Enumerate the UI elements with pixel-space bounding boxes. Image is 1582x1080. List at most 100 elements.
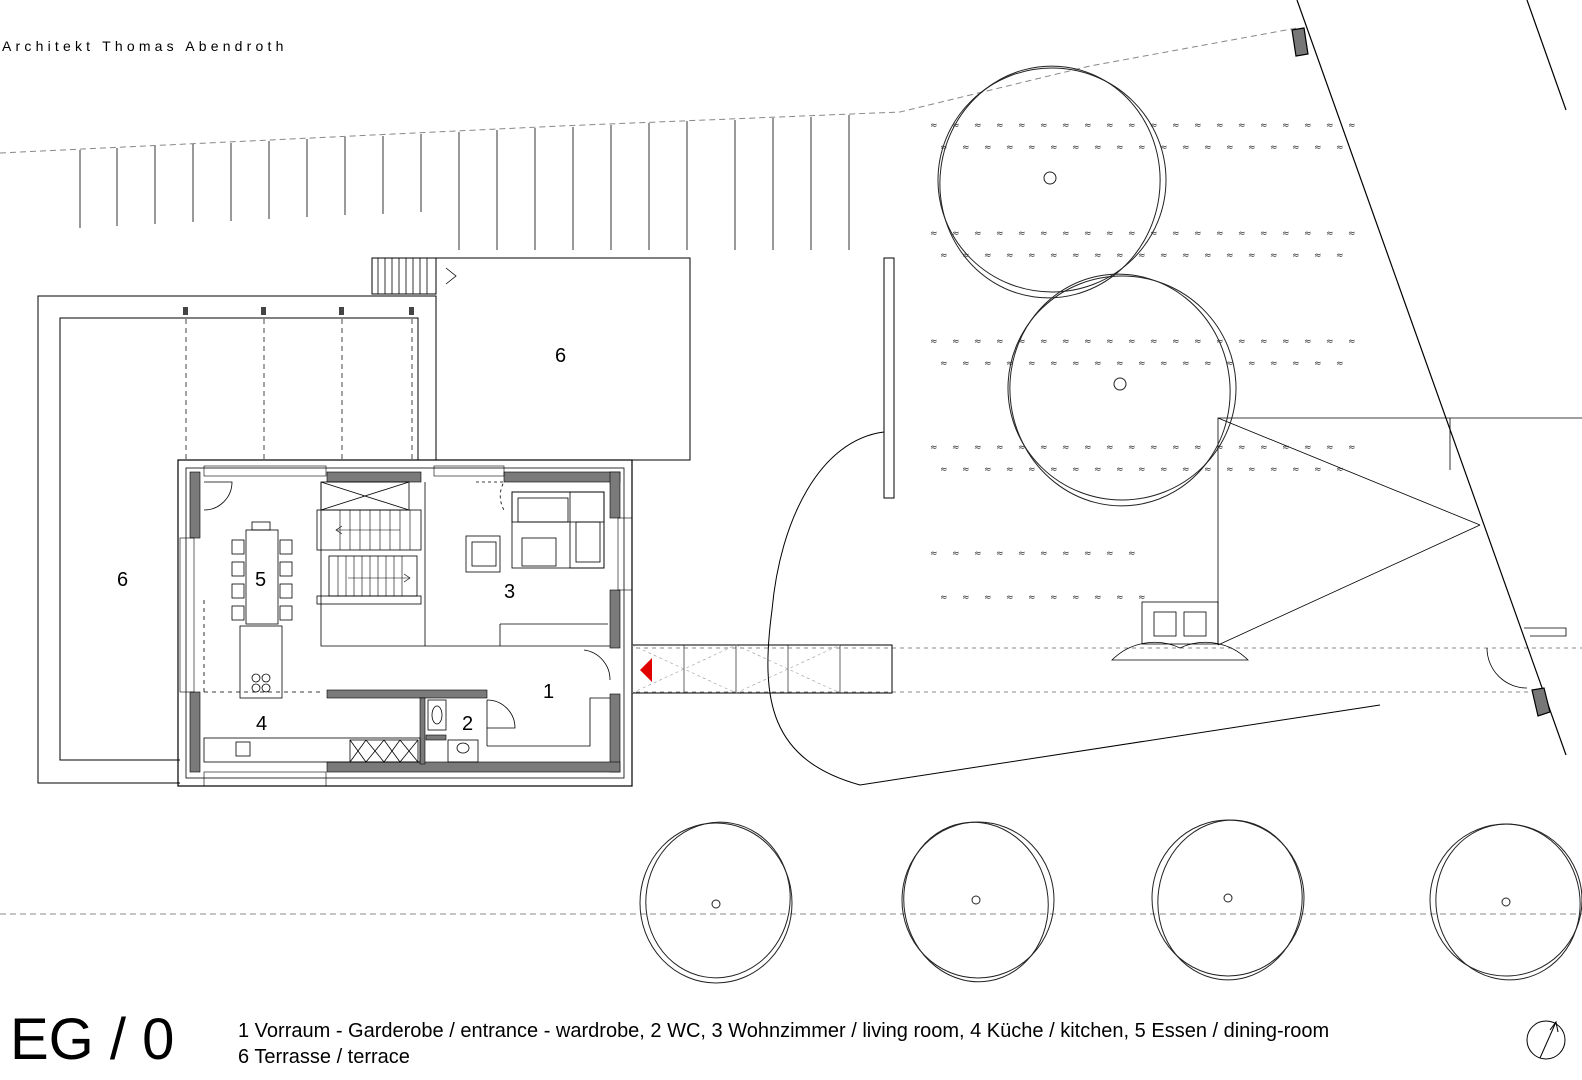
grass-mark: ≈: [1116, 143, 1124, 153]
grass-mark: ≈: [940, 359, 948, 369]
grass-mark: ≈: [1226, 465, 1234, 475]
grass-mark: ≈: [984, 465, 992, 475]
stair: [316, 481, 422, 605]
grass-mark: ≈: [940, 465, 948, 475]
grass-mark: ≈: [1182, 251, 1190, 261]
carport: [1217, 417, 1582, 646]
grass-mark: ≈: [1006, 465, 1014, 475]
entrance-triangle-icon: [640, 658, 652, 682]
grass-mark: ≈: [1314, 465, 1322, 475]
grass-mark: ≈: [1260, 121, 1268, 131]
grass-mark: ≈: [974, 549, 982, 559]
room-legend: 1 Vorraum - Garderobe / entrance - wardr…: [238, 1018, 1329, 1070]
grass-mark: ≈: [1292, 465, 1300, 475]
grass-mark: ≈: [1182, 465, 1190, 475]
grass-mark: ≈: [930, 443, 938, 453]
grass-mark: ≈: [974, 443, 982, 453]
grass-mark: ≈: [1028, 593, 1036, 603]
kitchen-counter: [203, 737, 421, 763]
grass-mark: ≈: [1116, 593, 1124, 603]
grass-mark: ≈: [984, 593, 992, 603]
room-label-6-terrace-top: 6: [555, 345, 566, 367]
grass-mark: ≈: [1094, 143, 1102, 153]
grass-mark: ≈: [1018, 337, 1026, 347]
grass-mark: ≈: [1050, 593, 1058, 603]
grass-mark: ≈: [1028, 251, 1036, 261]
grass-mark: ≈: [1282, 443, 1290, 453]
bins: [1111, 601, 1528, 689]
grass-mark: ≈: [1314, 143, 1322, 153]
grass-mark: ≈: [1084, 121, 1092, 131]
grass-mark: ≈: [1018, 229, 1026, 239]
grass-mark: ≈: [930, 121, 938, 131]
grass-mark: ≈: [1172, 121, 1180, 131]
grass-mark: ≈: [1172, 443, 1180, 453]
legend-line-2: 6 Terrasse / terrace: [238, 1046, 410, 1068]
tree-icon: [1151, 819, 1305, 981]
grass-mark: ≈: [940, 143, 948, 153]
grass-mark: ≈: [1248, 465, 1256, 475]
grass-mark: ≈: [1106, 549, 1114, 559]
grass-mark: ≈: [1160, 143, 1168, 153]
grass-mark: ≈: [1216, 337, 1224, 347]
grass-mark: ≈: [1072, 359, 1080, 369]
grass-mark: ≈: [1072, 251, 1080, 261]
grass-mark: ≈: [1204, 359, 1212, 369]
grass-mark: ≈: [1084, 229, 1092, 239]
grass-mark: ≈: [1018, 549, 1026, 559]
grass-mark: ≈: [1040, 549, 1048, 559]
grass-mark: ≈: [1238, 337, 1246, 347]
grass-mark: ≈: [1116, 251, 1124, 261]
grass-mark: ≈: [1084, 337, 1092, 347]
grass-mark: ≈: [1006, 593, 1014, 603]
grass-mark: ≈: [1040, 443, 1048, 453]
room-label-5: 5: [255, 569, 266, 591]
grass-mark: ≈: [1292, 143, 1300, 153]
grass-mark: ≈: [940, 251, 948, 261]
grass-mark: ≈: [1326, 337, 1334, 347]
grass-mark: ≈: [1150, 121, 1158, 131]
grass-mark: ≈: [1062, 229, 1070, 239]
grass-mark: ≈: [1028, 465, 1036, 475]
grass-mark: ≈: [1116, 465, 1124, 475]
grass-mark: ≈: [1138, 251, 1146, 261]
grass-mark: ≈: [1326, 443, 1334, 453]
grass-mark: ≈: [1050, 465, 1058, 475]
grass-mark: ≈: [1348, 337, 1356, 347]
grass-mark: ≈: [1172, 337, 1180, 347]
grass-mark: ≈: [1216, 121, 1224, 131]
grass-mark: ≈: [962, 359, 970, 369]
garden-path: [767, 257, 1381, 786]
north-arrow-icon: [1526, 1020, 1566, 1060]
grass-mark: ≈: [1116, 359, 1124, 369]
grass-mark: ≈: [1050, 251, 1058, 261]
grass-mark: ≈: [1050, 359, 1058, 369]
grass-mark: ≈: [1270, 251, 1278, 261]
grass-mark: ≈: [1050, 143, 1058, 153]
grass-mark: ≈: [1248, 251, 1256, 261]
grass-mark: ≈: [1182, 143, 1190, 153]
grass-mark: ≈: [1072, 143, 1080, 153]
grass-mark: ≈: [1138, 593, 1146, 603]
grass-mark: ≈: [1194, 229, 1202, 239]
grass-mark: ≈: [962, 465, 970, 475]
grass-mark: ≈: [1336, 143, 1344, 153]
grass-mark: ≈: [1292, 251, 1300, 261]
grass-mark: ≈: [1226, 251, 1234, 261]
grass-mark: ≈: [1106, 229, 1114, 239]
grass-mark: ≈: [1018, 443, 1026, 453]
grass-mark: ≈: [952, 549, 960, 559]
grass-mark: ≈: [1062, 549, 1070, 559]
grass-mark: ≈: [1040, 229, 1048, 239]
grass-mark: ≈: [1072, 465, 1080, 475]
grass-mark: ≈: [1282, 337, 1290, 347]
room-label-2: 2: [462, 713, 473, 735]
grass-mark: ≈: [1128, 549, 1136, 559]
grass-mark: ≈: [1194, 121, 1202, 131]
grass-mark: ≈: [1348, 121, 1356, 131]
grass-mark: ≈: [962, 593, 970, 603]
grass-mark: ≈: [1018, 121, 1026, 131]
grass-mark: ≈: [974, 229, 982, 239]
grass-mark: ≈: [1282, 121, 1290, 131]
grass-mark: ≈: [1226, 143, 1234, 153]
